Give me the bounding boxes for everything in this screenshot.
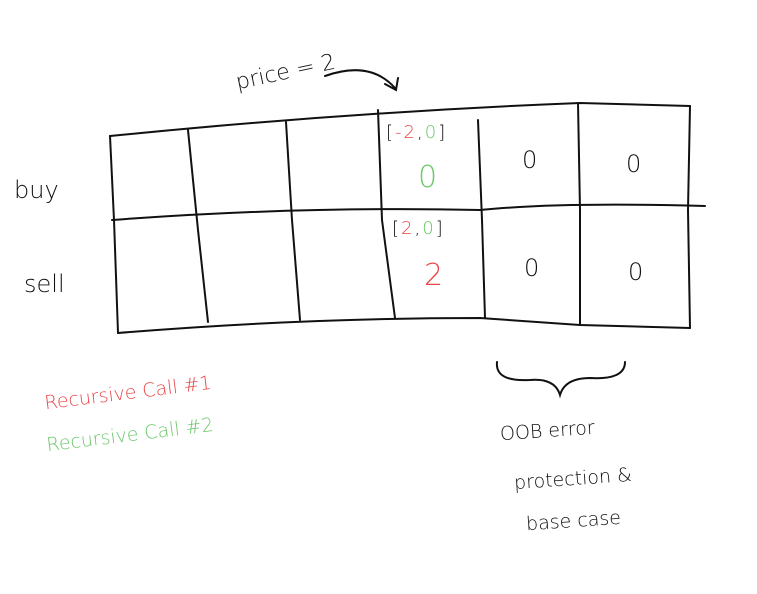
column-line: [477, 119, 486, 319]
column-line: [577, 102, 581, 326]
row-label-sell: sell: [24, 270, 65, 298]
buy-choices: [-2,0]: [386, 122, 447, 143]
bracket: ]: [435, 218, 445, 239]
base-cell: 0: [626, 150, 642, 178]
bracket: ]: [438, 122, 448, 143]
bracket: [: [386, 122, 396, 143]
comma: ,: [416, 122, 425, 143]
row-label-buy: buy: [14, 176, 59, 204]
arrow-icon: [324, 69, 399, 92]
table-bottom-border: [117, 316, 691, 334]
column-line: [377, 109, 396, 319]
column-line: [187, 129, 209, 323]
call2-value: 0: [422, 218, 436, 239]
table-top-border: [109, 101, 691, 137]
column-line: [285, 121, 301, 321]
base-cell: 0: [628, 258, 644, 286]
call1-value: 2: [401, 218, 415, 239]
call2-value: 0: [424, 122, 439, 143]
bracket: [: [392, 218, 402, 239]
brace-icon: [495, 361, 626, 399]
table-left-border: [109, 135, 119, 334]
sell-choices: [2,0]: [392, 218, 445, 239]
base-cell: 0: [524, 254, 540, 282]
buy-cell-value: 0: [418, 160, 438, 195]
sell-cell-value: 2: [424, 258, 444, 293]
table-row-divider: [111, 203, 706, 221]
call1-value: -2: [395, 122, 417, 143]
table-right-border: [686, 105, 691, 329]
base-cell: 0: [522, 146, 538, 174]
comma: ,: [414, 218, 423, 239]
